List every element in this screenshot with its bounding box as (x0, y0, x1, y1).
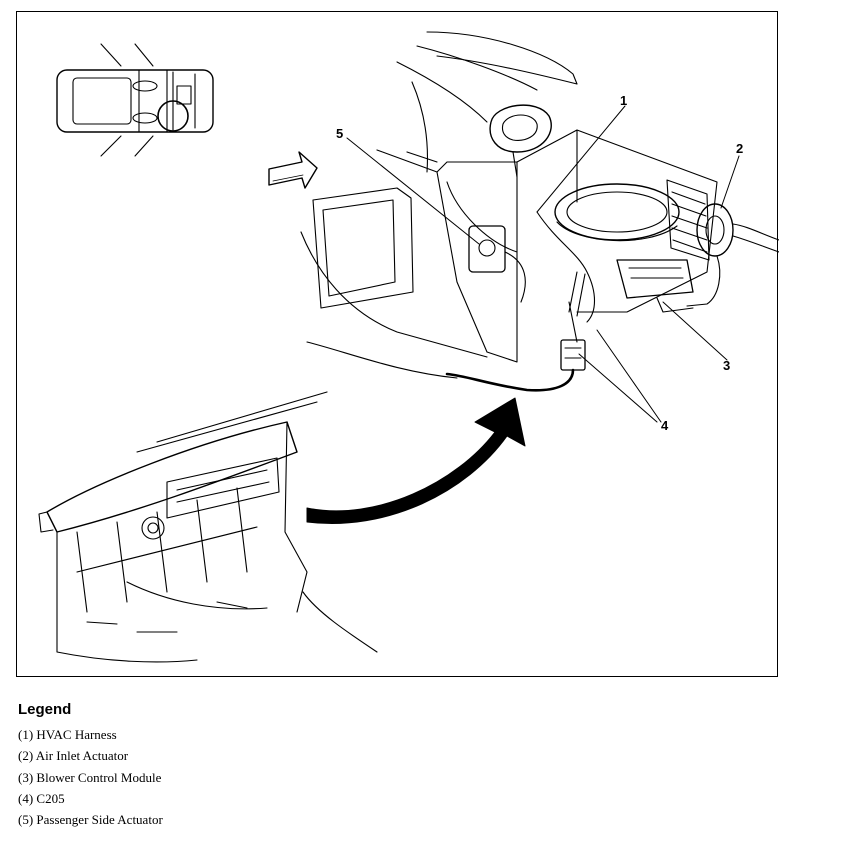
legend-item-passenger-side-actuator: (5) Passenger Side Actuator (18, 812, 163, 828)
callout-1: 1 (620, 93, 627, 108)
legend-title: Legend (18, 701, 72, 718)
legend-item-c205: (4) C205 (18, 790, 65, 806)
callout-5: 5 (336, 126, 343, 141)
callout-2: 2 (736, 141, 743, 156)
transfer-arrow (306, 397, 526, 524)
leader-lines (346, 105, 740, 423)
legend-item-hvac-harness: (1) HVAC Harness (18, 727, 117, 742)
callout-3: 3 (723, 358, 730, 373)
forward-direction-arrow (268, 151, 318, 189)
legend-item-blower-control-module: (3) Blower Control Module (18, 769, 162, 785)
legend-list: (1) HVAC Harness (2) Air Inlet Actuator … (18, 726, 163, 832)
vehicle-locator-inset (56, 43, 214, 157)
hvac-diagram: 1 2 3 4 5 (38, 31, 779, 663)
hvac-module-detail (300, 31, 779, 392)
callout-4: 4 (661, 418, 669, 433)
diagram-frame: 1 2 3 4 5 (16, 11, 779, 677)
legend-item-air-inlet-actuator: (2) Air Inlet Actuator (18, 748, 129, 764)
instrument-panel-detail (38, 391, 378, 663)
